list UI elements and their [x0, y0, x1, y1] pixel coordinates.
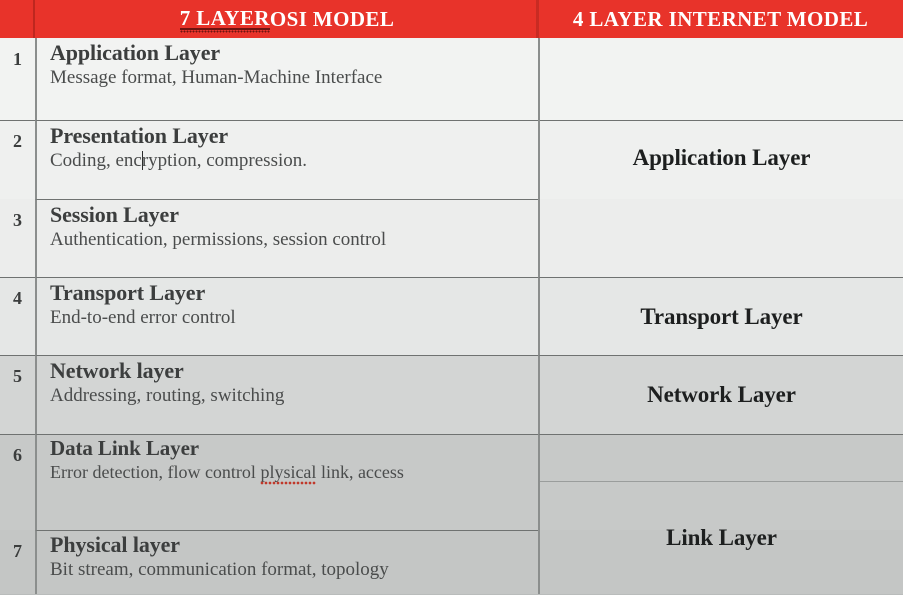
osi-desc-7: Bit stream, communication format, topolo… — [50, 558, 389, 580]
osi-desc-4: End-to-end error control — [50, 306, 236, 328]
osi-cell-2: Presentation Layer Coding, encryption, c… — [35, 120, 538, 199]
internet-cell-transport: Transport Layer — [538, 277, 903, 355]
osi-header-text: OSI MODEL — [269, 6, 395, 31]
osi-cell-5: Network layer Addressing, routing, switc… — [35, 355, 538, 434]
osi-title-7: Physical layer — [50, 532, 180, 557]
osi-desc-2: Coding, encryption, compression. — [50, 150, 538, 172]
osi-model-header: 7 LAYER OSI MODEL — [36, 0, 538, 38]
osi-desc-5: Addressing, routing, switching — [50, 384, 285, 406]
osi-title-5: Network layer — [50, 358, 184, 383]
osi-desc-2-before-caret: Coding, enc — [50, 149, 142, 171]
osi-desc-2-after-caret: ryption, compression. — [141, 149, 308, 171]
osi-cell-3: Session Layer Authentication, permission… — [35, 199, 538, 277]
row-background-7 — [0, 530, 903, 595]
table-body: 1 2 3 4 5 6 7 Application Layer Message … — [0, 38, 903, 595]
row-background-2 — [0, 120, 903, 199]
internet-cell-link: Link Layer — [538, 434, 903, 595]
row-background-6 — [0, 434, 903, 530]
header-column-divider — [536, 0, 539, 38]
layer-number-5: 5 — [13, 366, 22, 386]
layer-number-7: 7 — [13, 541, 22, 561]
layer-number-6: 6 — [13, 445, 22, 465]
osi-desc-3: Authentication, permissions, session con… — [50, 228, 387, 250]
osi-title-2: Presentation Layer — [50, 123, 229, 148]
misspelled-word: plysical — [260, 461, 317, 482]
row-background-1 — [0, 38, 903, 120]
row-background-3 — [0, 199, 903, 277]
row-background-4 — [0, 277, 903, 355]
rule-link-layer-inner — [538, 481, 903, 482]
layer-number-3: 3 — [13, 210, 22, 230]
osi-desc-6-part1: Error detection, flow control — [50, 461, 261, 482]
internet-model-header: 4 LAYER INTERNET MODEL — [572, 6, 869, 31]
osi-cell-1: Application Layer Message format, Human-… — [35, 38, 538, 120]
osi-desc-1: Message format, Human-Machine Interface — [50, 66, 383, 88]
osi-desc-6-part2: link, access — [316, 461, 404, 482]
header-left-tick — [33, 0, 35, 38]
osi-desc-6: Error detection, flow control plysical l… — [50, 462, 538, 484]
internet-cell-network: Network Layer — [538, 355, 903, 434]
osi-title-3: Session Layer — [50, 202, 179, 227]
osi-title-4: Transport Layer — [50, 280, 206, 305]
osi-header-underlined-text: 7 LAYER — [179, 6, 271, 33]
osi-title-6: Data Link Layer — [50, 436, 200, 460]
table-header-band: 7 LAYER OSI MODEL 4 LAYER INTERNET MODEL — [0, 0, 903, 38]
internet-cell-application: Application Layer — [538, 38, 903, 277]
osi-cell-7: Physical layer Bit stream, communication… — [35, 530, 538, 595]
layer-number-2: 2 — [13, 131, 22, 151]
layer-number-4: 4 — [13, 288, 22, 308]
text-caret — [141, 150, 143, 170]
row-background-5 — [0, 355, 903, 434]
osi-cell-6: Data Link Layer Error detection, flow co… — [35, 434, 538, 530]
layer-number-1: 1 — [13, 49, 22, 69]
osi-cell-4: Transport Layer End-to-end error control — [35, 277, 538, 355]
osi-title-1: Application Layer — [50, 40, 221, 65]
